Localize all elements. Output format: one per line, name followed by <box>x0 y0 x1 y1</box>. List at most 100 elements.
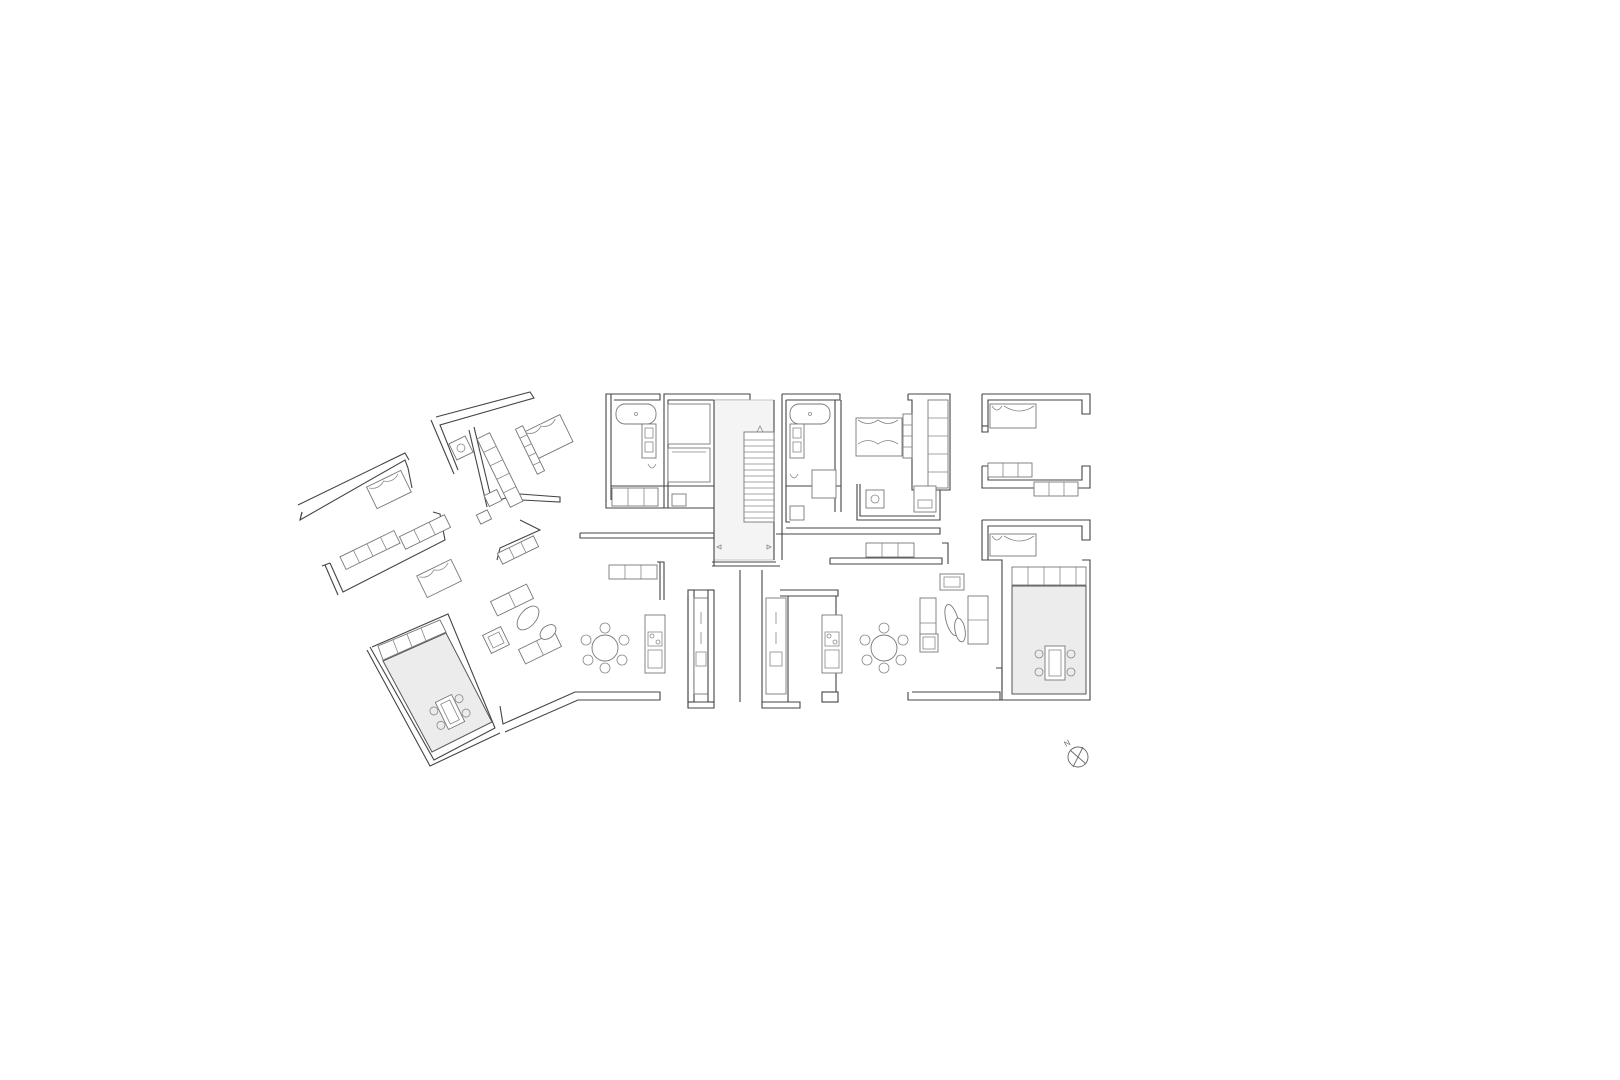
wall <box>907 393 951 491</box>
wall <box>785 400 790 523</box>
shower <box>865 489 885 509</box>
closet <box>667 403 711 445</box>
terrace-planter <box>1011 566 1087 586</box>
bed <box>416 558 463 599</box>
wall <box>579 532 715 539</box>
bath-cabinet <box>913 485 937 513</box>
wall <box>611 393 661 401</box>
wall <box>687 701 715 709</box>
wardrobe <box>987 462 1033 478</box>
wall <box>780 589 839 597</box>
center-right-unit <box>761 393 941 703</box>
wall <box>297 452 410 506</box>
north-arrow-line <box>1072 746 1084 768</box>
stair-treads <box>744 439 774 519</box>
washer <box>611 487 659 507</box>
shelf <box>902 413 913 459</box>
dining-table <box>580 622 630 674</box>
shelf <box>514 425 546 475</box>
wall <box>369 613 496 761</box>
planter-divider <box>406 633 413 648</box>
sink <box>792 441 802 453</box>
wall <box>942 542 949 564</box>
toilet-bowl <box>647 463 657 469</box>
wall <box>329 511 446 593</box>
shower-tray <box>811 469 837 499</box>
terrace <box>382 632 493 753</box>
kitchen-island <box>821 614 843 674</box>
stair-arrow <box>756 425 764 433</box>
sink <box>917 499 933 509</box>
wall <box>605 393 612 500</box>
drain <box>634 412 638 416</box>
wardrobe <box>398 514 452 550</box>
drain <box>870 494 880 504</box>
toilet <box>671 493 687 507</box>
bath-cabinet <box>475 509 493 525</box>
north-arrow: N <box>1063 738 1089 768</box>
toilet <box>789 505 805 521</box>
terrace-planter <box>377 619 447 661</box>
wall <box>829 557 943 565</box>
wall <box>499 691 661 733</box>
kitchen-counter <box>765 597 787 695</box>
wall <box>859 484 935 517</box>
sofa <box>517 631 563 665</box>
wall <box>605 500 714 509</box>
armchair <box>482 626 510 654</box>
wall <box>856 484 941 521</box>
center-left-unit <box>579 393 751 703</box>
wall <box>299 511 303 521</box>
coffee-table <box>539 624 557 640</box>
kitchen-counter <box>687 589 715 703</box>
bathtub <box>789 403 831 425</box>
sofa <box>967 595 989 645</box>
wardrobe <box>476 432 524 508</box>
armchair <box>939 573 965 591</box>
wardrobe <box>608 564 658 580</box>
wardrobe <box>496 535 540 565</box>
wall <box>761 701 801 709</box>
wall <box>321 562 331 567</box>
wall <box>982 559 1003 690</box>
wardrobe <box>927 399 949 489</box>
bed <box>989 403 1037 429</box>
wardrobe <box>865 542 915 558</box>
bed <box>855 417 903 457</box>
wall <box>324 564 339 596</box>
wall <box>981 393 1091 433</box>
wardrobe <box>339 529 401 571</box>
sink <box>644 427 654 439</box>
sink <box>644 441 654 453</box>
column <box>821 691 839 703</box>
planter-divider <box>420 627 427 642</box>
north-label: N <box>1063 738 1073 749</box>
armchair <box>919 633 939 653</box>
right-wing <box>981 393 1091 701</box>
wall <box>366 649 501 767</box>
wall <box>468 429 488 508</box>
wall <box>782 393 841 401</box>
door-arrow <box>766 544 772 550</box>
stair-core <box>687 399 801 709</box>
terrace-table <box>1034 645 1076 681</box>
wardrobe <box>1033 481 1079 497</box>
wall <box>907 691 1001 701</box>
wall <box>430 419 455 475</box>
terrace-table <box>429 693 471 731</box>
right-center-bedroom <box>829 393 1003 701</box>
wall <box>435 391 535 471</box>
dining-table <box>859 622 909 674</box>
wall <box>1000 559 1091 701</box>
closet <box>667 447 711 483</box>
bed <box>989 533 1037 557</box>
drain <box>808 412 812 416</box>
vanity <box>641 423 657 459</box>
stair-flight <box>743 431 775 523</box>
vanity <box>789 423 805 459</box>
shower <box>448 435 474 461</box>
toilet-bowl <box>789 473 799 479</box>
sink <box>792 427 802 439</box>
kitchen-island <box>644 614 666 674</box>
